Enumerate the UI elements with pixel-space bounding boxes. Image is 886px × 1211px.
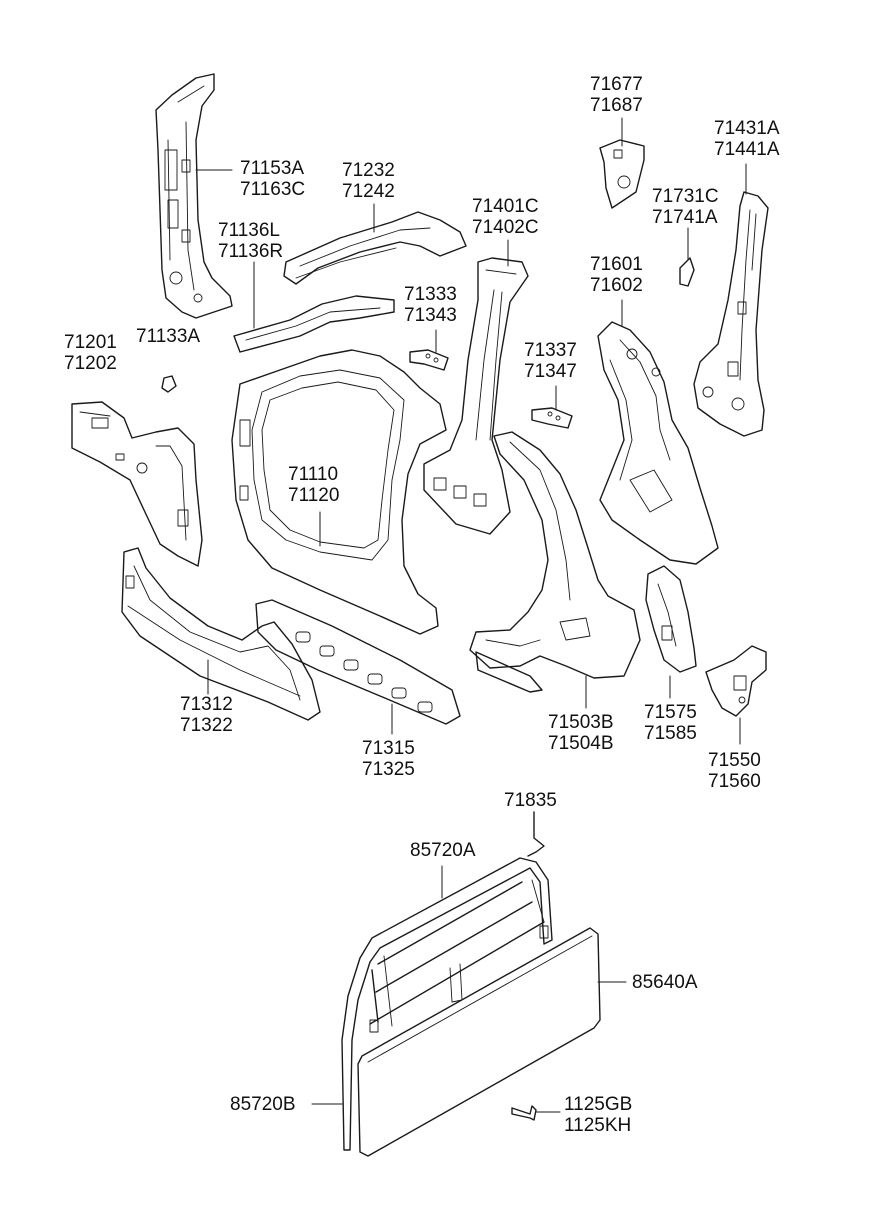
part-side-sill-outer bbox=[121, 547, 321, 721]
part-quarter-outer-panel bbox=[469, 431, 641, 709]
callout-71835: 71835 bbox=[504, 790, 557, 811]
part-front-apron bbox=[71, 401, 203, 567]
callout-85640a: 85640A bbox=[632, 972, 698, 993]
callout-71133a: 71133A bbox=[136, 326, 201, 347]
part-rear-pillar-inner bbox=[693, 163, 769, 437]
callout-85720b: 85720B bbox=[230, 1094, 296, 1115]
part-small-reinforcement-71333 bbox=[409, 329, 449, 371]
part-center-pillar bbox=[423, 239, 529, 535]
part-clip-71133 bbox=[161, 375, 177, 393]
part-side-sill-inner bbox=[255, 599, 461, 735]
part-rear-inner-reinforcement bbox=[645, 565, 697, 699]
part-clip-71731 bbox=[679, 227, 695, 287]
callout-85720a: 85720A bbox=[410, 840, 476, 861]
part-side-outer-panel bbox=[231, 349, 447, 635]
part-roof-rail-strip bbox=[233, 261, 395, 353]
part-bracket-71677 bbox=[599, 117, 645, 209]
part-bolt-1125 bbox=[511, 1105, 561, 1121]
part-quarter-inner-panel bbox=[597, 299, 719, 565]
part-small-reinforcement-71337 bbox=[531, 385, 573, 429]
part-front-pillar-inner bbox=[155, 73, 233, 319]
part-rod-71835 bbox=[527, 811, 545, 857]
part-rack-frame bbox=[311, 857, 553, 1151]
part-board-panel bbox=[357, 927, 627, 1157]
part-tail-bracket bbox=[705, 645, 767, 745]
part-roof-side-inner bbox=[283, 203, 467, 285]
